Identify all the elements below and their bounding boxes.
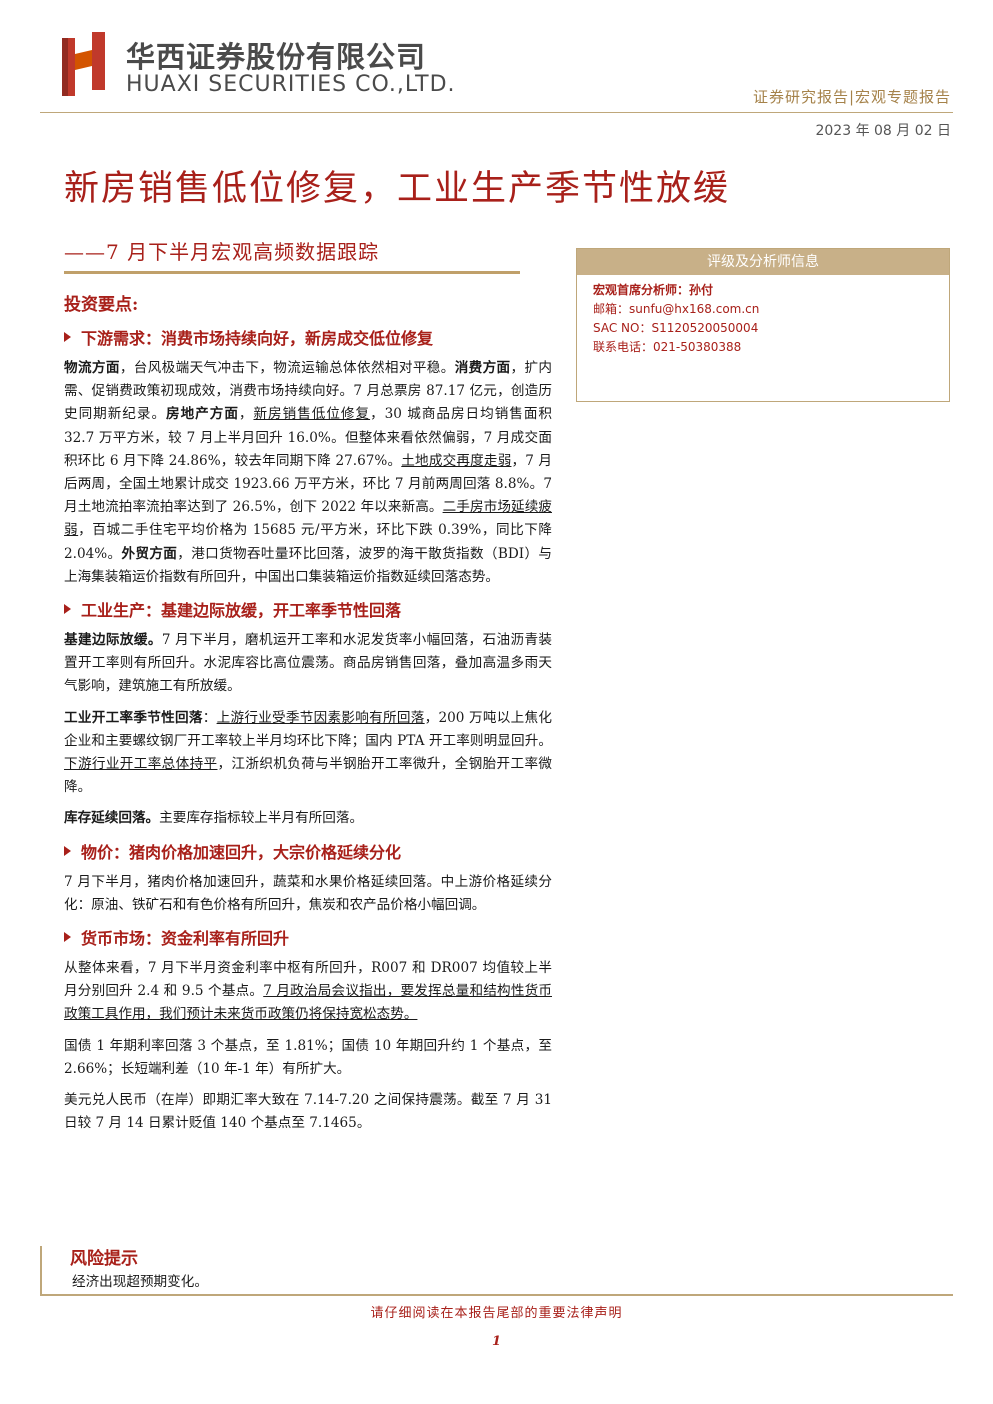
underlined-text: 上游行业受季节因素影响有所回落 — [216, 709, 425, 726]
report-title: 新房销售低位修复，工业生产季节性放缓 — [64, 169, 731, 209]
text-run: 从整体来看，7 月下半月资金利率中枢有所回升，R007 和 DR007 均值较上… — [64, 960, 552, 1000]
footer-divider — [40, 1294, 953, 1296]
text-run: ， — [238, 406, 254, 423]
analyst-info-box: 评级及分析师信息 宏观首席分析师：孙付 邮箱：sunfu@hx168.com.c… — [576, 248, 950, 402]
bold-text: 外贸方面 — [121, 545, 178, 562]
risk-text: 经济出现超预期变化。 — [72, 1274, 208, 1290]
investment-points-column: 投资要点: 下游需求：消费市场持续向好，新房成交低位修复物流方面，台风极端天气冲… — [64, 290, 552, 1143]
bold-text: 工业开工率季节性回落 — [64, 709, 203, 726]
report-subtitle: ——7 月下半月宏观高频数据跟踪 — [64, 240, 380, 264]
text-run: 7 月下半月，猪肉价格加速回升，蔬菜和水果价格延续回落。中上游价格延续分化：原油… — [64, 873, 552, 913]
report-date: 2023 年 08 月 02 日 — [815, 123, 951, 139]
text-run: 主要库存指标较上半月有所回落。 — [159, 810, 364, 827]
section-heading: 物价：猪肉价格加速回升，大宗价格延续分化 — [64, 839, 552, 863]
text-run: ，7 月后两周，全国土地累计成交 1923.66 万平方米，环比 7 月前两周回… — [64, 452, 552, 516]
legal-notice: 请仔细阅读在本报告尾部的重要法律声明 — [370, 1306, 623, 1321]
bold-text: 消费方面 — [454, 360, 511, 376]
body-paragraph: 7 月下半月，猪肉价格加速回升，蔬菜和水果价格延续回落。中上游价格延续分化：原油… — [64, 871, 552, 917]
text-run: 国债 1 年期利率回落 3 个基点，至 1.81%；国债 10 年期回升约 1 … — [64, 1037, 552, 1077]
triangle-bullet-icon — [64, 845, 71, 856]
body-paragraph: 物流方面，台风极端天气冲击下，物流运输总体依然相对平稳。消费方面，扩内需、促销费… — [64, 357, 552, 589]
underlined-text: 土地成交再度走弱 — [401, 452, 512, 469]
text-run: ： — [202, 709, 217, 726]
bold-text: 库存延续回落。 — [64, 810, 160, 827]
text-run: ，港口货物吞吐量环比回落，波罗的海干散货指数（BDI）与上海集装箱运价指数有所回… — [64, 545, 553, 585]
risk-side-rule — [40, 1246, 42, 1296]
analyst-sac-number: SAC NO：S1120520050004 — [593, 321, 759, 335]
bold-text: 房地产方面 — [166, 406, 239, 423]
text-run: ，台风极端天气冲击下，物流运输总体依然相对平稳。 — [119, 360, 455, 376]
text-run: ，30 城商品房日均销售面积 32.7 万平方米，较 7 月上半月回升 16.0… — [64, 406, 553, 469]
body-paragraph: 美元兑人民币（在岸）即期汇率大致在 7.14-7.20 之间保持震荡。截至 7 … — [64, 1089, 552, 1135]
company-name-en: HUAXI SECURITIES CO.,LTD. — [126, 72, 456, 97]
header-divider — [40, 112, 953, 113]
body-paragraph: 基建边际放缓。7 月下半月，磨机运开工率和水泥发货率小幅回落，石油沥青装置开工率… — [64, 629, 552, 699]
report-type: 证券研究报告|宏观专题报告 — [752, 88, 951, 106]
triangle-bullet-icon — [64, 604, 71, 615]
bold-text: 基建边际放缓。 — [64, 632, 162, 649]
section-heading-text: 货币市场：资金利率有所回升 — [81, 929, 290, 949]
section-heading: 工业生产：基建边际放缓，开工率季节性回落 — [64, 597, 552, 621]
underlined-text: 二手房市场延续疲弱 — [64, 499, 552, 539]
triangle-bullet-icon — [64, 332, 71, 342]
body-paragraph: 工业开工率季节性回落：上游行业受季节因素影响有所回落，200 万吨以上焦化企业和… — [64, 707, 552, 800]
text-run: ，江浙织机负荷与半钢胎开工率微升，全钢胎开工率微降。 — [64, 756, 552, 796]
analyst-phone: 联系电话：021-50380388 — [593, 340, 742, 354]
sections-container: 下游需求：消费市场持续向好，新房成交低位修复物流方面，台风极端天气冲击下，物流运… — [64, 325, 552, 1135]
body-paragraph: 国债 1 年期利率回落 3 个基点，至 1.81%；国债 10 年期回升约 1 … — [64, 1035, 552, 1081]
analyst-box-header: 评级及分析师信息 — [577, 249, 949, 275]
text-run: ，扩内需、促销费政策初现成效，消费市场持续向好。7 月总票房 87.17 亿元，… — [64, 360, 552, 423]
triangle-bullet-icon — [64, 932, 71, 943]
risk-heading: 风险提示 — [70, 1249, 138, 1269]
huaxi-logo-icon — [62, 32, 105, 96]
section-heading-text: 工业生产：基建边际放缓，开工率季节性回落 — [81, 601, 402, 621]
section-heading-text: 下游需求：消费市场持续向好，新房成交低位修复 — [81, 329, 434, 348]
section-heading: 下游需求：消费市场持续向好，新房成交低位修复 — [64, 325, 552, 349]
underlined-text: 下游行业开工率总体持平 — [64, 756, 218, 773]
company-logo: 华西证券股份有限公司 HUAXI SECURITIES CO.,LTD. — [62, 32, 455, 104]
subtitle-underline — [64, 271, 520, 274]
underlined-text: 7 月政治局会议指出，要发挥总量和结构性货币政策工具作用，我们预计未来货币政策仍… — [64, 983, 552, 1023]
text-run: ，百城二手住宅平均价格为 15685 元/平方米，环比下跌 0.39%，同比下降… — [64, 522, 552, 562]
body-paragraph: 库存延续回落。主要库存指标较上半月有所回落。 — [64, 807, 552, 830]
bold-text: 物流方面 — [64, 360, 120, 376]
analyst-email[interactable]: 邮箱：sunfu@hx168.com.cn — [593, 302, 760, 316]
investment-points-heading: 投资要点: — [64, 295, 139, 315]
page-number: 1 — [491, 1334, 502, 1349]
text-run: 美元兑人民币（在岸）即期汇率大致在 7.14-7.20 之间保持震荡。截至 7 … — [64, 1092, 552, 1132]
body-paragraph: 从整体来看，7 月下半月资金利率中枢有所回升，R007 和 DR007 均值较上… — [64, 957, 552, 1027]
text-run: 7 月下半月，磨机运开工率和水泥发货率小幅回落，石油沥青装置开工率则有所回升。水… — [64, 632, 553, 695]
section-heading-text: 物价：猪肉价格加速回升，大宗价格延续分化 — [81, 842, 402, 862]
underlined-text: 新房销售低位修复 — [253, 406, 371, 423]
company-name-cn: 华西证券股份有限公司 — [126, 40, 427, 74]
section-heading: 货币市场：资金利率有所回升 — [64, 925, 552, 949]
text-run: ，200 万吨以上焦化企业和主要螺纹钢厂开工率较上半月均环比下降；国内 PTA … — [64, 709, 552, 749]
analyst-name: 宏观首席分析师：孙付 — [593, 283, 714, 297]
